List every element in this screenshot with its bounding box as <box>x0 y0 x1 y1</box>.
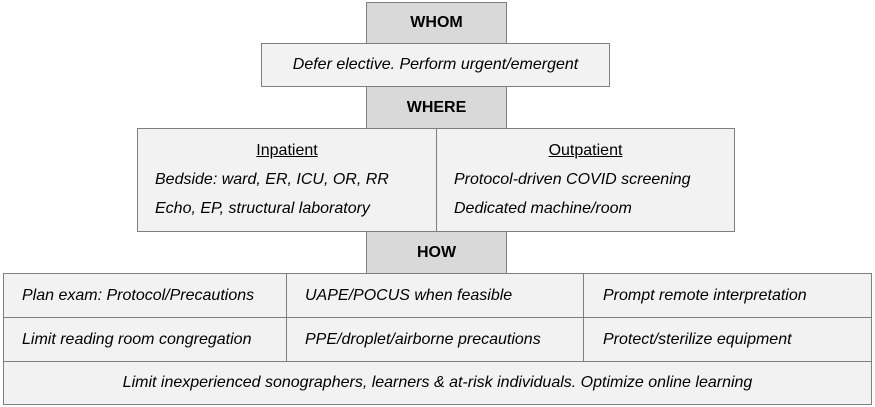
whom-text: Defer elective. Perform urgent/emergent <box>292 56 579 73</box>
how-footer: Limit inexperienced sonographers, learne… <box>3 361 872 405</box>
outpatient-line: Dedicated machine/room <box>454 200 632 217</box>
inpatient-title: Inpatient <box>256 142 318 159</box>
how-cell: Protect/sterilize equipment <box>583 317 872 362</box>
inpatient-panel: Inpatient Bedside: ward, ER, ICU, OR, RR… <box>137 128 437 232</box>
how-cell: Prompt remote interpretation <box>583 273 872 318</box>
inpatient-line: Echo, EP, structural laboratory <box>155 200 370 217</box>
how-cell: Plan exam: Protocol/Precautions <box>3 273 287 318</box>
how-cell-text: Plan exam: Protocol/Precautions <box>22 286 255 304</box>
outpatient-title: Outpatient <box>548 142 623 159</box>
whom-header: WHOM <box>366 2 507 44</box>
outpatient-line: Protocol-driven COVID screening <box>454 171 691 188</box>
whom-box: Defer elective. Perform urgent/emergent <box>261 43 610 87</box>
whom-header-label: WHOM <box>410 14 463 31</box>
how-cell: UAPE/POCUS when feasible <box>286 273 584 318</box>
how-header: HOW <box>366 231 507 274</box>
how-cell-text: Prompt remote interpretation <box>603 286 807 304</box>
how-cell-text: PPE/droplet/airborne precautions <box>305 330 541 348</box>
outpatient-panel: Outpatient Protocol-driven COVID screeni… <box>436 128 735 232</box>
how-header-label: HOW <box>416 243 457 261</box>
inpatient-line: Bedside: ward, ER, ICU, OR, RR <box>155 171 389 188</box>
how-cell: PPE/droplet/airborne precautions <box>286 317 584 362</box>
how-cell-text: Protect/sterilize equipment <box>603 330 792 348</box>
how-cell-text: Limit reading room congregation <box>22 330 252 348</box>
how-footer-text: Limit inexperienced sonographers, learne… <box>122 374 753 391</box>
how-cell: Limit reading room congregation <box>3 317 287 362</box>
how-cell-text: UAPE/POCUS when feasible <box>305 286 513 304</box>
where-header: WHERE <box>366 86 507 129</box>
where-header-label: WHERE <box>406 98 467 116</box>
